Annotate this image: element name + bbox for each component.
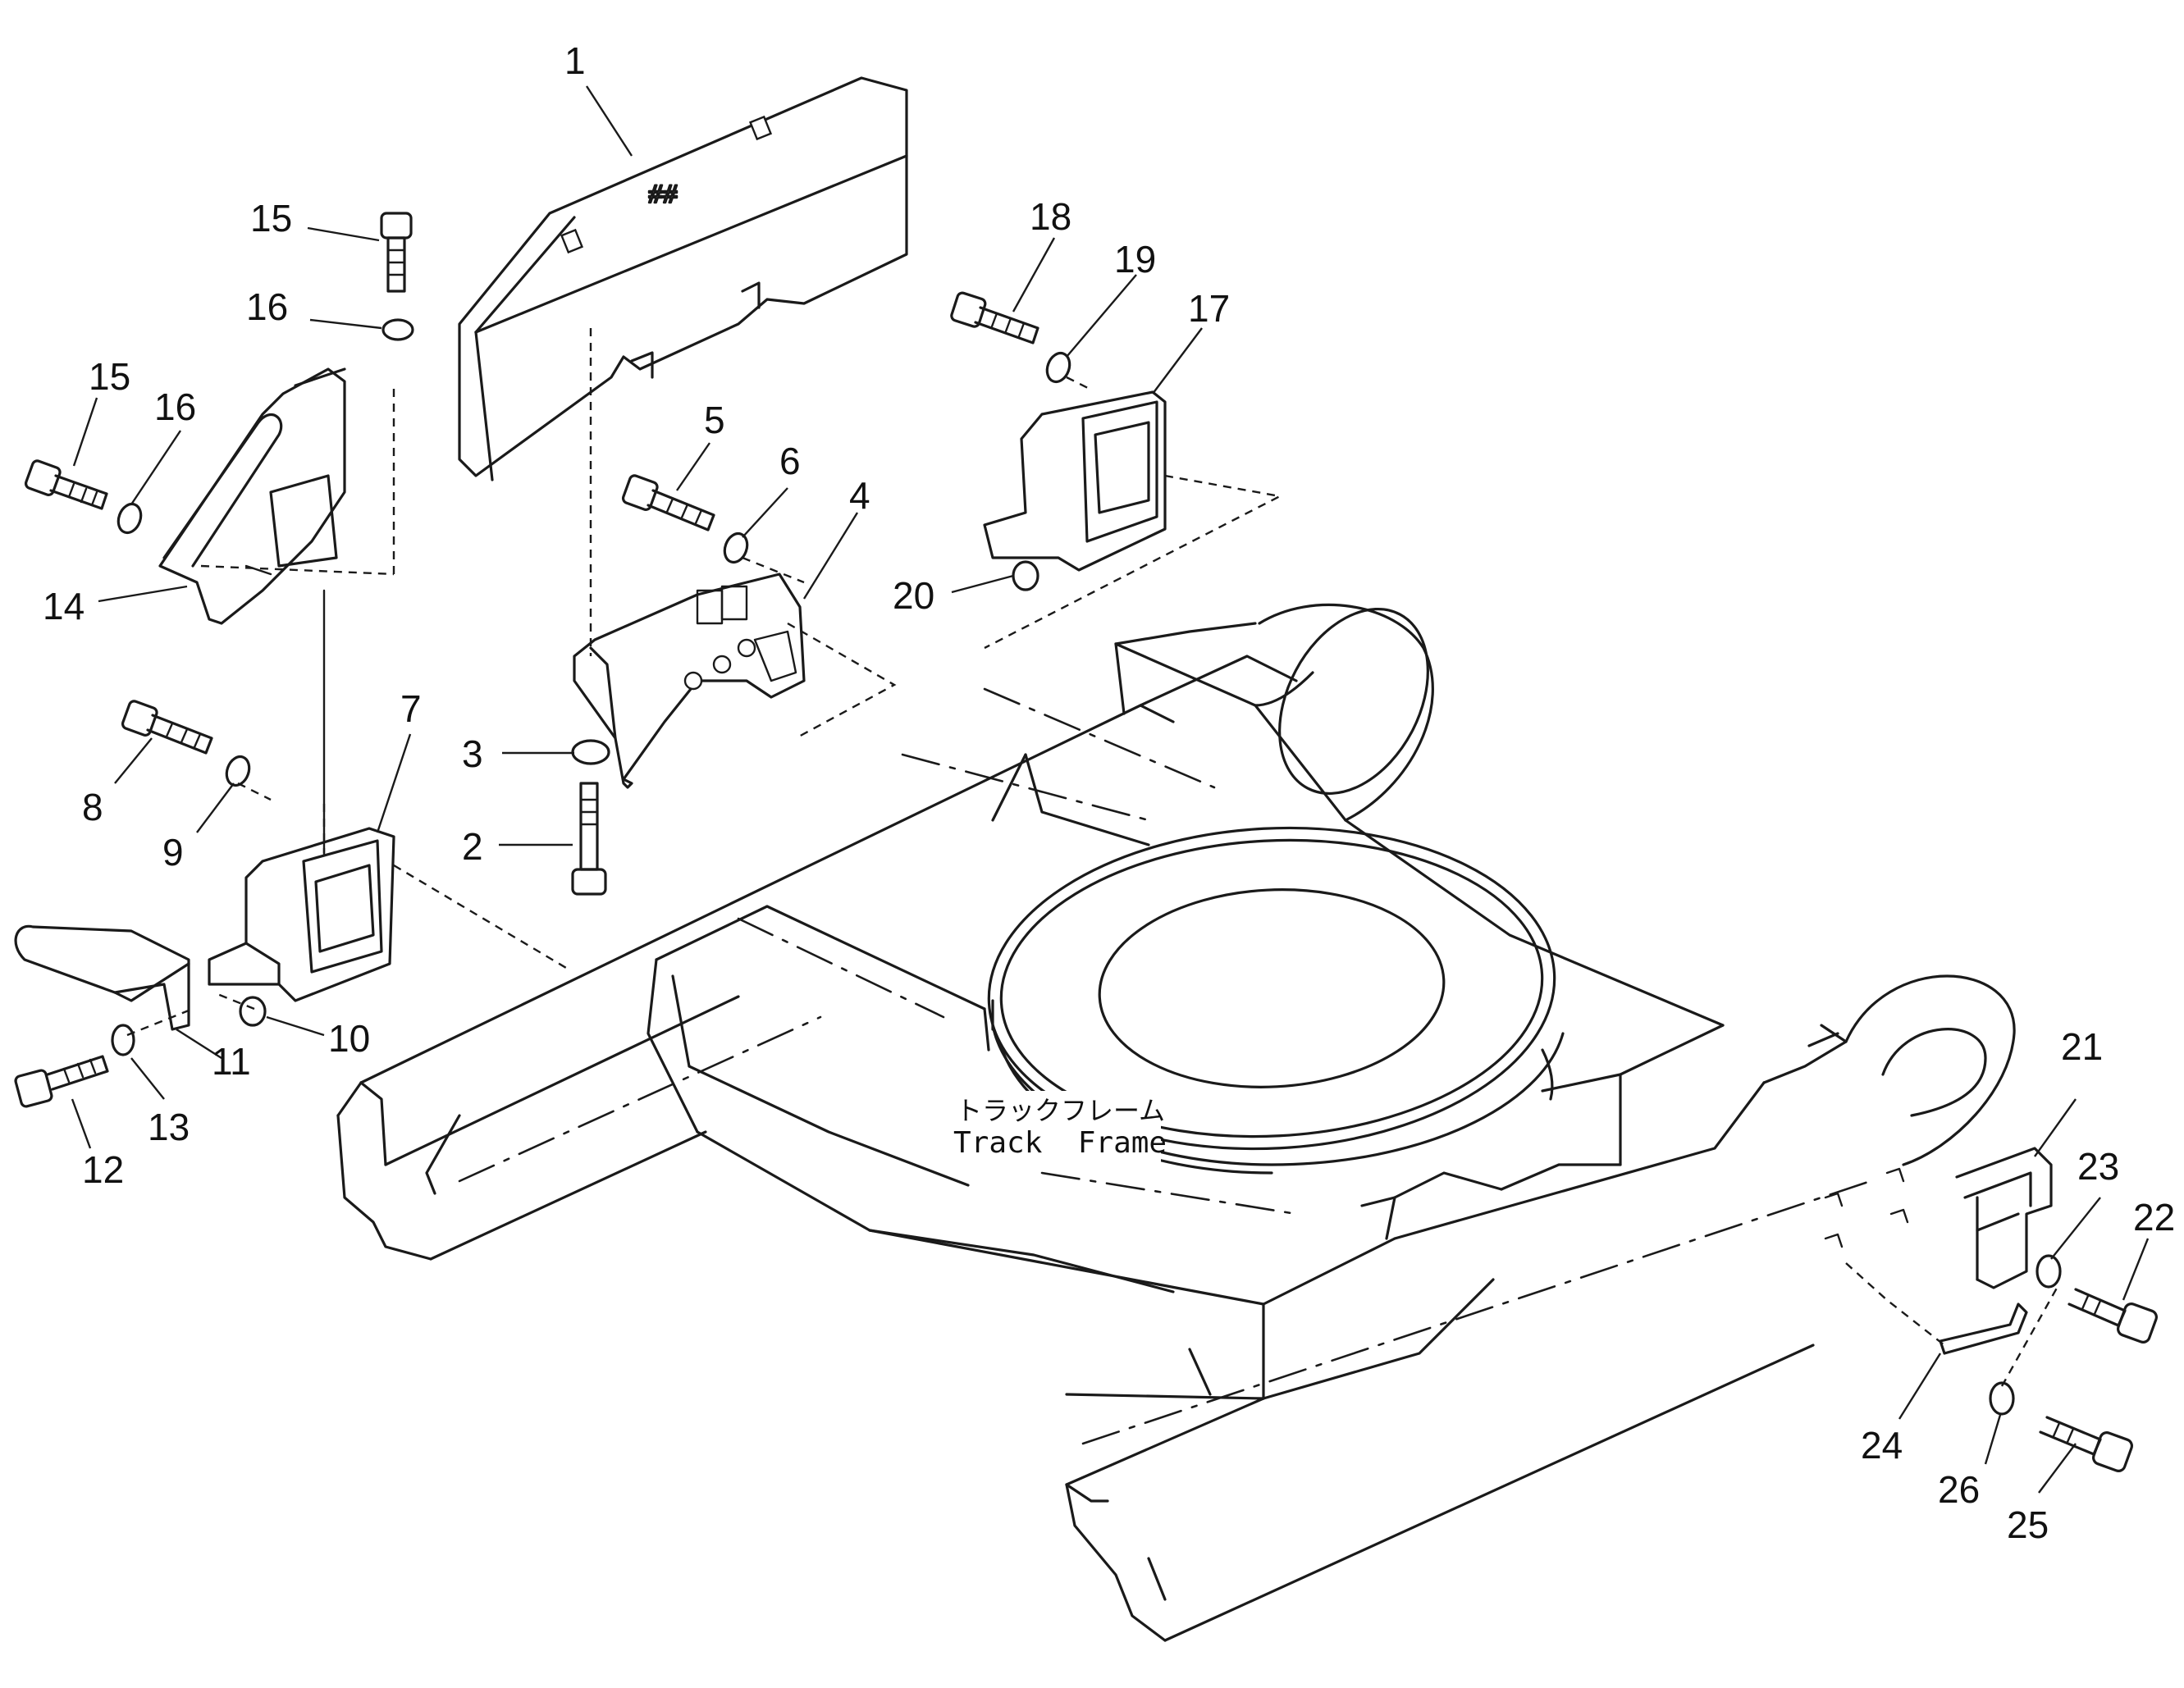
washer-part-23 (2036, 1254, 2062, 1289)
callout-15-left: 15 (89, 355, 130, 398)
block-part-7 (208, 827, 567, 1002)
bolt-part-22 (2067, 1288, 2158, 1344)
callout-24: 24 (1861, 1424, 1903, 1467)
callout-4: 4 (849, 474, 870, 517)
counterweight-part-1: ⧣⧣ (458, 76, 908, 481)
callout-26: 26 (1938, 1468, 1980, 1511)
callout-2: 2 (462, 825, 483, 868)
hook-bracket-part-14 (158, 367, 395, 625)
track-frame-label-en: Track Frame (953, 1126, 1167, 1160)
callout-6: 6 (779, 440, 801, 482)
callout-25: 25 (2007, 1503, 2049, 1546)
washer-part-26 (1989, 1381, 2015, 1416)
callout-7: 7 (400, 687, 422, 730)
bracket-part-4 (573, 573, 897, 789)
callout-1: 1 (564, 39, 586, 82)
bolt-part-25 (2039, 1416, 2133, 1472)
bolt-part-15-upper (380, 212, 413, 293)
plate-part-11 (14, 924, 190, 1031)
callout-21: 21 (2061, 1025, 2103, 1068)
callout-19: 19 (1114, 238, 1156, 281)
callout-16-upper: 16 (246, 285, 288, 328)
track-frame (336, 603, 2016, 1642)
bracket-part-24 (1845, 1262, 2028, 1355)
callout-11: 11 (212, 1040, 251, 1083)
callout-5: 5 (704, 399, 725, 441)
washer-part-6 (723, 531, 749, 564)
callout-3: 3 (462, 732, 483, 775)
washer-part-19 (1045, 351, 1071, 384)
callout-16-left: 16 (154, 386, 196, 428)
nut-part-20 (1012, 560, 1039, 591)
callout-22: 22 (2133, 1196, 2175, 1239)
washer-part-16-left (117, 502, 143, 535)
bolt-part-12 (14, 1055, 109, 1108)
callout-18: 18 (1030, 195, 1071, 238)
bolt-part-15-left (24, 459, 108, 510)
callout-20: 20 (893, 574, 934, 617)
washer-part-16-upper (382, 318, 414, 341)
callout-13: 13 (148, 1106, 190, 1148)
svg-text:⧣⧣: ⧣⧣ (648, 176, 678, 208)
bolt-part-8 (121, 700, 213, 755)
callout-14: 14 (43, 585, 85, 627)
callout-12: 12 (82, 1148, 124, 1191)
nut-part-10 (239, 996, 267, 1027)
bracket-part-21 (1824, 1147, 2053, 1289)
leader-lines (71, 85, 2150, 1494)
bolt-part-2 (571, 782, 607, 896)
washer-part-13 (111, 1024, 135, 1056)
bolt-part-5 (621, 474, 715, 531)
callout-15-upper: 15 (250, 197, 292, 240)
callout-10: 10 (328, 1017, 370, 1060)
callout-23: 23 (2077, 1145, 2119, 1188)
callout-17: 17 (1188, 287, 1230, 330)
callout-labels: 1 2 3 4 5 6 7 8 9 10 11 12 13 14 15 15 1… (43, 39, 2175, 1546)
track-frame-label: トラックフレーム Track Frame (948, 1091, 1167, 1165)
track-frame-label-jp: トラックフレーム (956, 1095, 1165, 1126)
washer-part-3 (571, 739, 610, 765)
callout-9: 9 (162, 831, 184, 874)
block-part-17 (983, 390, 1283, 650)
bolt-part-18 (950, 291, 1039, 344)
washer-part-9 (225, 755, 251, 787)
callout-8: 8 (82, 786, 103, 828)
